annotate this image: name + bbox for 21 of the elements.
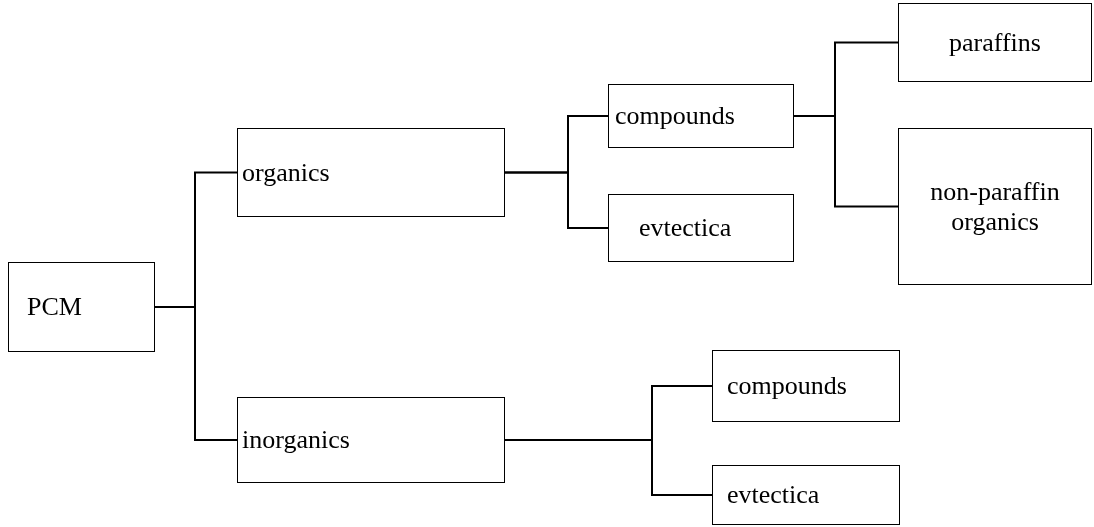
category-label: paraffins [949,27,1041,58]
category-box [898,3,1092,82]
category-box [712,465,900,525]
category-box [608,84,794,148]
category-label: compounds [615,101,735,131]
category-label: non-paraffin organics [929,176,1061,237]
category-box [8,262,155,352]
category-box [237,128,505,217]
category-box [898,128,1092,285]
connector-line [504,439,713,496]
category-box [712,350,900,422]
category-box [608,194,794,262]
connector-line [154,306,238,441]
category-label: inorganics [242,425,350,455]
connector-line [504,171,609,229]
category-label: organics [242,157,330,188]
category-label: PCM [27,292,82,322]
category-label: evtectica [727,480,820,510]
category-box [237,397,505,483]
category-label: compounds [727,371,847,401]
category-label: evtectica [639,213,732,243]
